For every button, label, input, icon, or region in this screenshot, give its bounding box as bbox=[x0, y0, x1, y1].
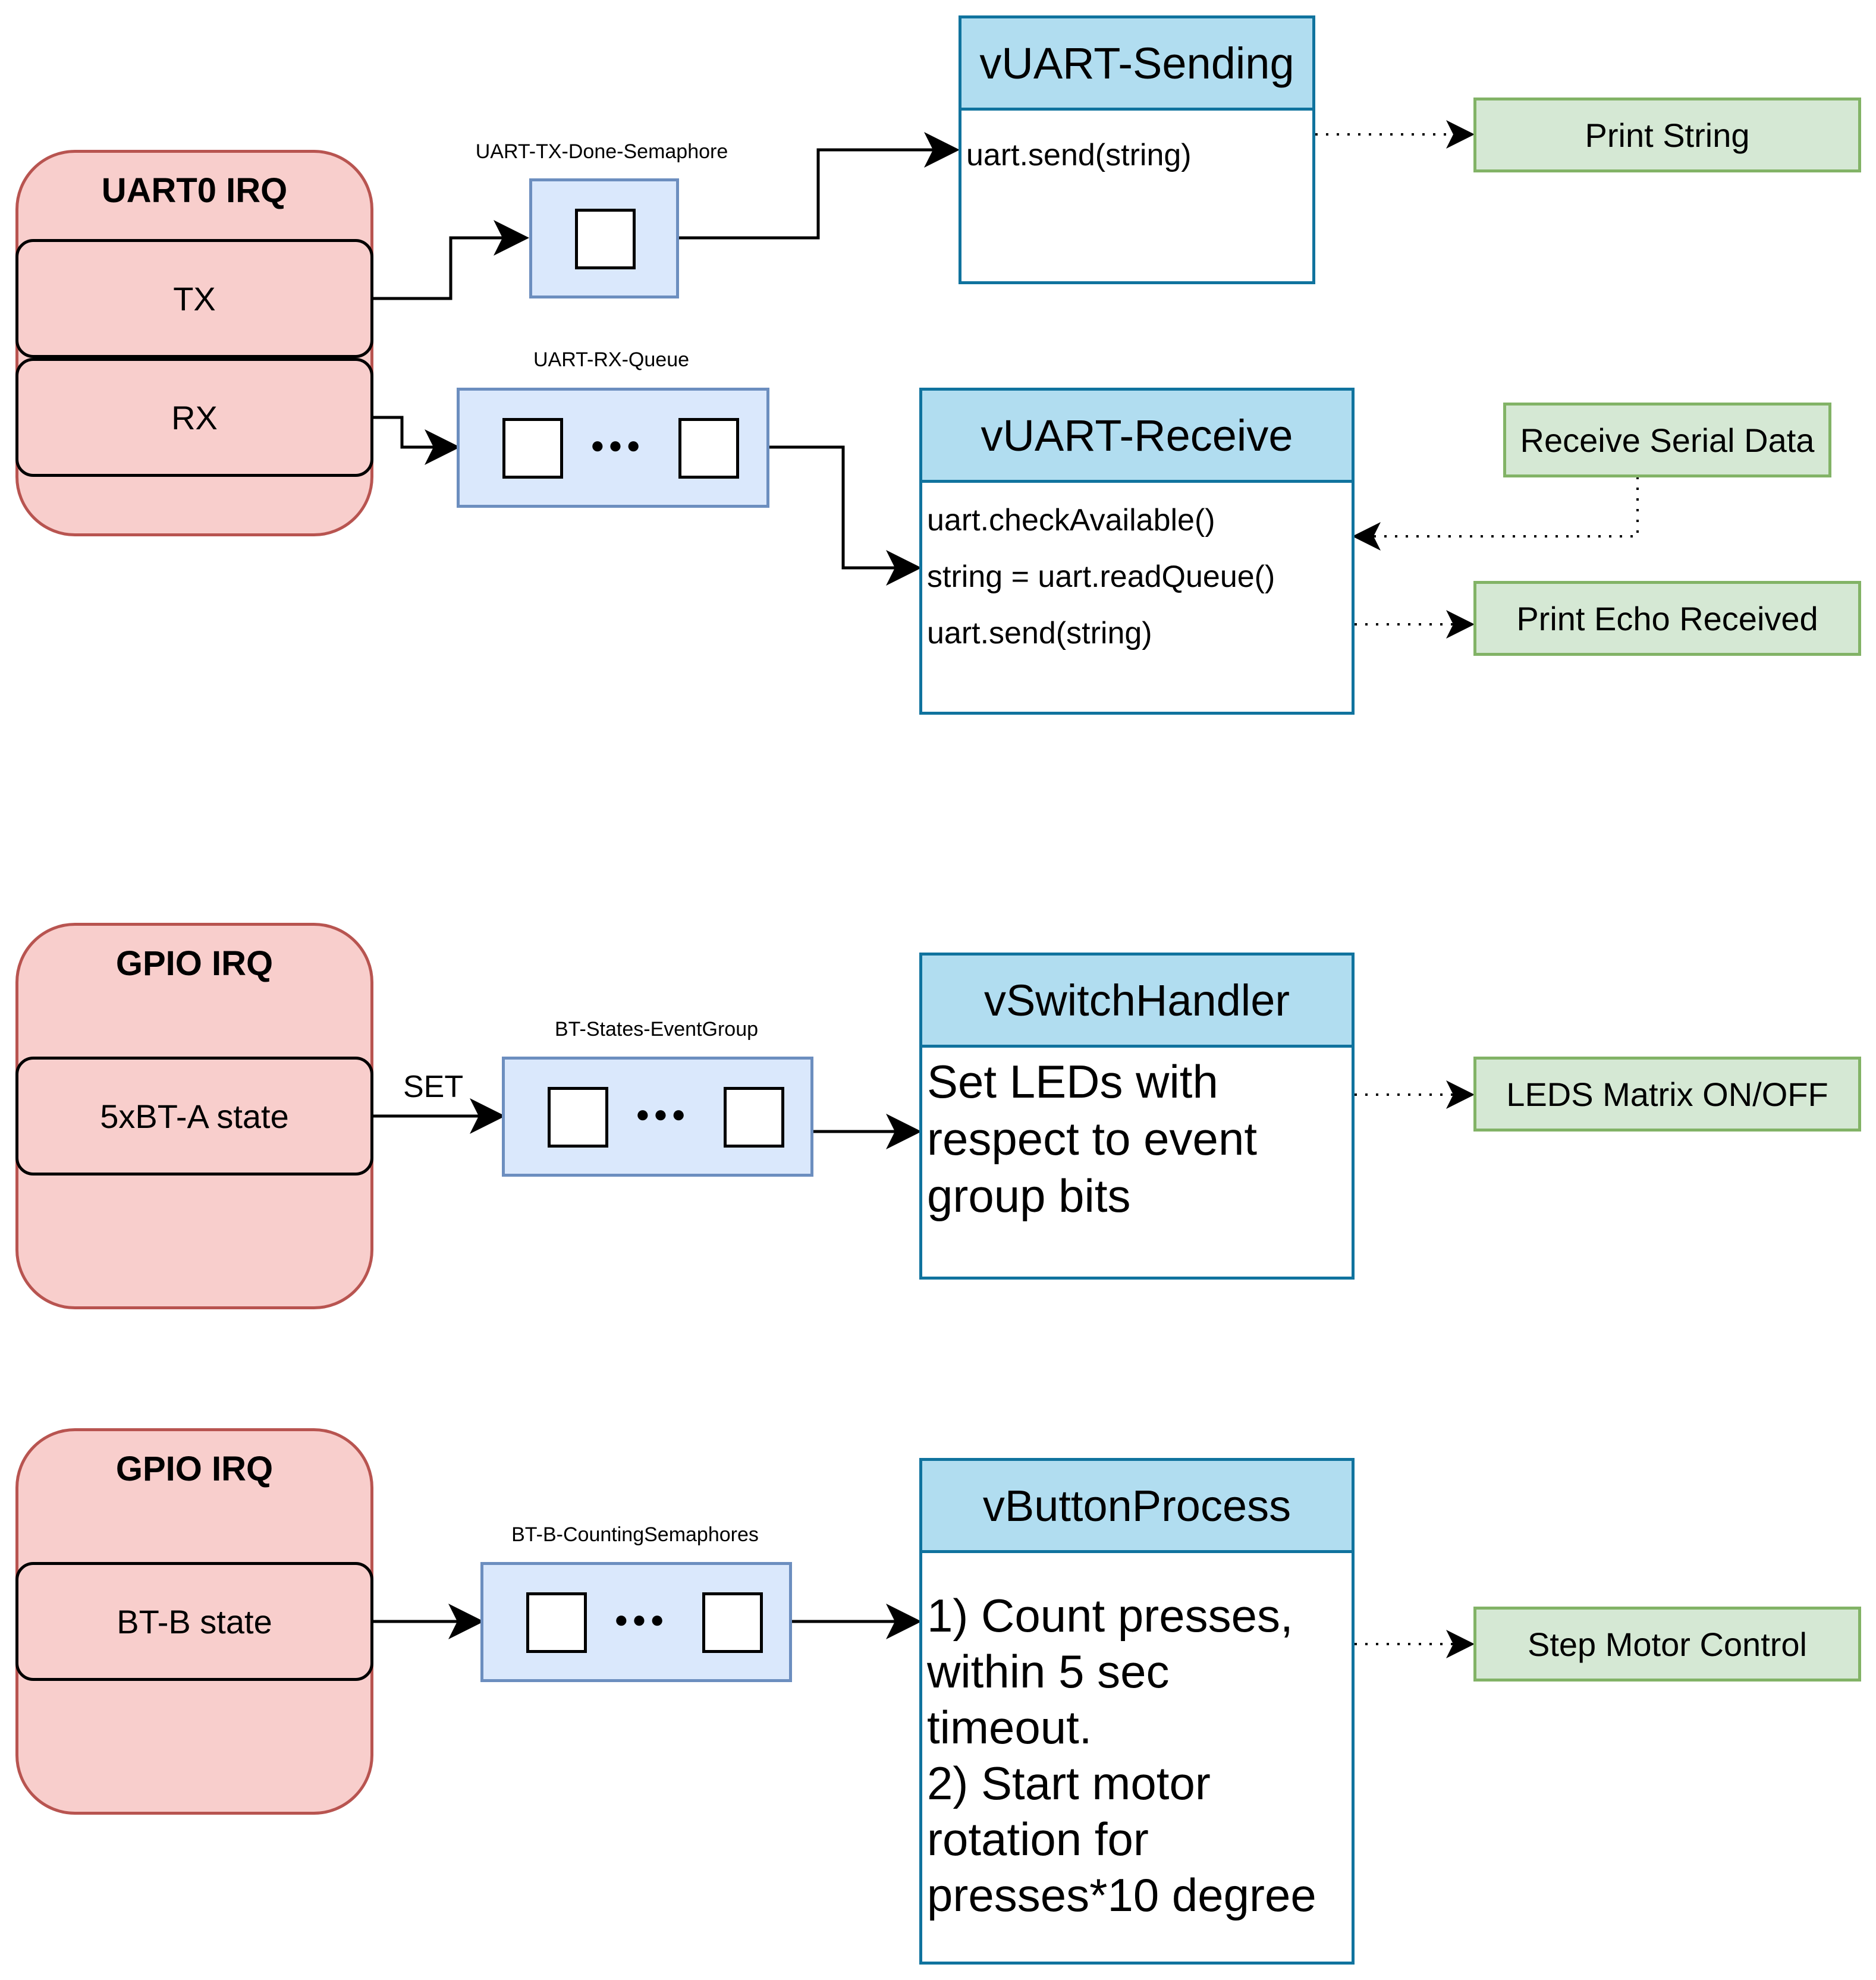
counting-semaphores-box: ●●● bbox=[480, 1562, 792, 1682]
irq-title: GPIO IRQ bbox=[115, 944, 274, 983]
semaphore-slot bbox=[575, 209, 636, 269]
task-uart-sending: vUART-Sending uart.send(string) bbox=[959, 15, 1315, 284]
output-receive-serial-data: Receive Serial Data bbox=[1503, 403, 1831, 477]
edge-serial-to-receive bbox=[1352, 477, 1639, 551]
task-line: presses*10 degree bbox=[927, 1869, 1316, 1921]
tx-semaphore-box bbox=[529, 178, 679, 298]
edge-semaphore-to-sending bbox=[679, 132, 960, 240]
irq-row-tx: TX bbox=[15, 239, 373, 358]
task-line: uart.send(string) bbox=[966, 138, 1192, 172]
queue-slot-last bbox=[678, 418, 739, 479]
task-uart-receive: vUART-Receive uart.checkAvailable() stri… bbox=[919, 388, 1355, 715]
event-group-label: BT-States-EventGroup bbox=[554, 1018, 759, 1041]
output-print-string: Print String bbox=[1473, 98, 1861, 172]
irq-row-rx: RX bbox=[15, 358, 373, 477]
irq-title: GPIO IRQ bbox=[115, 1450, 274, 1488]
task-line: rotation for bbox=[927, 1813, 1149, 1865]
event-slot-first bbox=[548, 1087, 608, 1148]
task-line: respect to event bbox=[927, 1112, 1257, 1165]
task-line: 2) Start motor bbox=[927, 1757, 1211, 1809]
rx-queue-box: ●●● bbox=[457, 388, 769, 508]
ellipsis-icon: ●●● bbox=[590, 432, 645, 458]
task-line: 1) Count presses, bbox=[927, 1589, 1293, 1642]
counting-slot-last bbox=[702, 1592, 763, 1653]
task-title: vSwitchHandler bbox=[922, 956, 1352, 1048]
task-button-process: vButtonProcess 1) Count presses, within … bbox=[919, 1458, 1355, 1965]
rx-queue-label: UART-RX-Queue bbox=[533, 348, 690, 371]
irq-row-bt-b: BT-B state bbox=[15, 1562, 373, 1681]
counting-slot-first bbox=[526, 1592, 587, 1653]
output-leds-matrix: LEDS Matrix ON/OFF bbox=[1473, 1057, 1861, 1132]
event-slot-last bbox=[724, 1087, 784, 1148]
queue-slot-first bbox=[502, 418, 563, 479]
task-line: uart.send(string) bbox=[927, 616, 1152, 650]
irq-row-5xbt-a: 5xBT-A state bbox=[15, 1057, 373, 1176]
output-print-echo-received: Print Echo Received bbox=[1473, 581, 1861, 656]
task-line: string = uart.readQueue() bbox=[927, 560, 1275, 594]
ellipsis-icon: ●●● bbox=[635, 1101, 690, 1127]
edge-queue-to-receive bbox=[769, 445, 922, 586]
task-line: timeout. bbox=[927, 1701, 1092, 1753]
edge-rx-to-queue bbox=[373, 416, 460, 465]
edge-tx-to-semaphore bbox=[373, 220, 529, 300]
task-line: within 5 sec bbox=[927, 1645, 1170, 1698]
output-step-motor-control: Step Motor Control bbox=[1473, 1607, 1861, 1682]
counting-semaphores-label: BT-B-CountingSemaphores bbox=[511, 1523, 759, 1546]
task-title: vUART-Sending bbox=[961, 18, 1312, 111]
task-line: uart.checkAvailable() bbox=[927, 503, 1215, 538]
task-title: vButtonProcess bbox=[922, 1461, 1352, 1553]
task-switch-handler: vSwitchHandler Set LEDs with respect to … bbox=[919, 953, 1355, 1280]
task-line: Set LEDs with bbox=[927, 1055, 1218, 1108]
task-title: vUART-Receive bbox=[922, 391, 1352, 483]
ellipsis-icon: ●●● bbox=[614, 1607, 668, 1633]
task-line: group bits bbox=[927, 1170, 1131, 1222]
tx-semaphore-label: UART-TX-Done-Semaphore bbox=[475, 140, 728, 163]
event-group-box: ●●● bbox=[502, 1057, 813, 1177]
set-edge-label: SET bbox=[403, 1070, 464, 1104]
irq-title: UART0 IRQ bbox=[101, 171, 288, 210]
